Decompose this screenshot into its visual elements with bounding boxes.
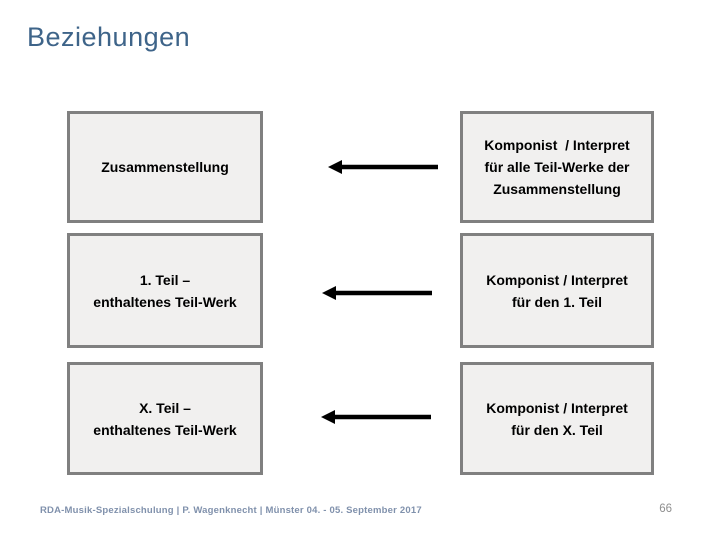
box-komponist-zusammenstellung-label: Komponist / Interpret für alle Teil-Werk… [484,137,630,197]
box-teil-x-label: X. Teil – enthaltenes Teil-Werk [93,399,237,438]
box-komponist-zusammenstellung: Komponist / Interpret für alle Teil-Werk… [460,111,654,223]
box-zusammenstellung: Zusammenstellung [67,111,263,223]
box-teil-x: X. Teil – enthaltenes Teil-Werk [67,362,263,475]
box-komponist-teil-x: Komponist / Interpret für den X. Teil [460,362,654,475]
arrow-left-icon [322,285,434,301]
box-teil-1: 1. Teil – enthaltenes Teil-Werk [67,233,263,348]
footer-text: RDA-Musik-Spezialschulung | P. Wagenknec… [40,505,422,516]
arrow-left-icon [328,159,440,175]
box-komponist-teil-1: Komponist / Interpret für den 1. Teil [460,233,654,348]
box-komponist-teil-x-label: Komponist / Interpret für den X. Teil [486,399,628,438]
box-zusammenstellung-label: Zusammenstellung [101,159,229,175]
box-teil-1-label: 1. Teil – enthaltenes Teil-Werk [93,271,237,310]
box-komponist-teil-1-label: Komponist / Interpret für den 1. Teil [486,271,628,310]
page-number: 66 [659,503,672,515]
slide-title: Beziehungen [27,22,191,52]
arrow-left-icon [321,409,433,425]
